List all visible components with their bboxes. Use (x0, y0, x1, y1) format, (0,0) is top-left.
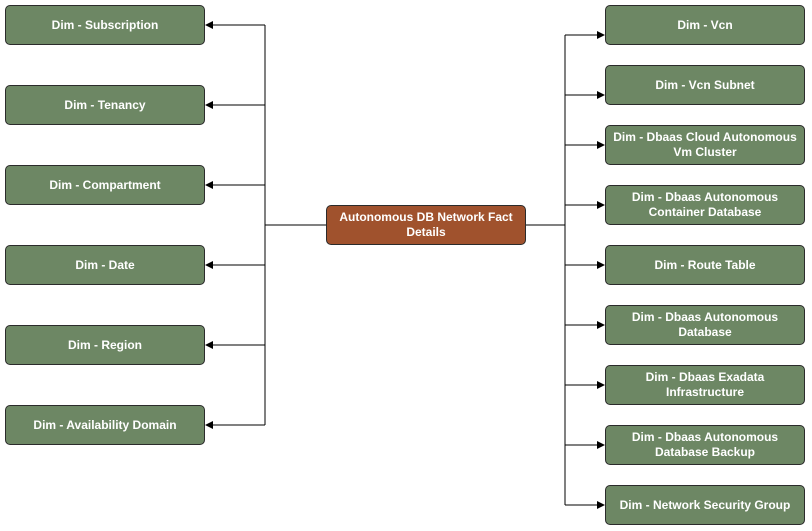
dim-dbaas-autonomous-database-label: Dim - Dbaas Autonomous Database (631, 310, 779, 339)
dim-dbaas-cloud-autonomous-vm-cluster-node[interactable]: Dim - Dbaas Cloud Autonomous Vm Cluster (605, 125, 805, 165)
dim-vcn-subnet-node[interactable]: Dim - Vcn Subnet (605, 65, 805, 105)
left-connectors (205, 21, 326, 429)
dim-dbaas-autonomous-container-database-label: Dim - Dbaas Autonomous Container Databas… (631, 190, 779, 219)
dim-route-table-label: Dim - Route Table (654, 257, 756, 272)
dim-tenancy-node[interactable]: Dim - Tenancy (5, 85, 205, 125)
dim-vcn-node[interactable]: Dim - Vcn (605, 5, 805, 45)
dim-dbaas-exadata-infrastructure-node[interactable]: Dim - Dbaas Exadata Infrastructure (605, 365, 805, 405)
dim-tenancy-label: Dim - Tenancy (64, 97, 146, 112)
dim-dbaas-cloud-autonomous-vm-cluster-label: Dim - Dbaas Cloud Autonomous Vm Cluster (613, 130, 797, 159)
dim-date-label: Dim - Date (75, 257, 135, 272)
dim-dbaas-exadata-infrastructure-label: Dim - Dbaas Exadata Infrastructure (645, 370, 765, 399)
dim-date-node[interactable]: Dim - Date (5, 245, 205, 285)
dim-compartment-node[interactable]: Dim - Compartment (5, 165, 205, 205)
dim-dbaas-autonomous-database-node[interactable]: Dim - Dbaas Autonomous Database (605, 305, 805, 345)
dim-region-label: Dim - Region (68, 337, 142, 352)
fact-table-label: Autonomous DB Network Fact Details (339, 210, 513, 239)
right-connectors (525, 31, 605, 509)
dim-dbaas-autonomous-database-backup-label: Dim - Dbaas Autonomous Database Backup (631, 430, 779, 459)
dim-subscription-label: Dim - Subscription (51, 17, 159, 32)
dim-availability-domain-label: Dim - Availability Domain (33, 417, 177, 432)
dim-dbaas-autonomous-database-backup-node[interactable]: Dim - Dbaas Autonomous Database Backup (605, 425, 805, 465)
fact-table-node[interactable]: Autonomous DB Network Fact Details (326, 205, 526, 245)
dim-compartment-label: Dim - Compartment (49, 177, 161, 192)
dim-region-node[interactable]: Dim - Region (5, 325, 205, 365)
dim-subscription-node[interactable]: Dim - Subscription (5, 5, 205, 45)
dim-network-security-group-node[interactable]: Dim - Network Security Group (605, 485, 805, 525)
dim-availability-domain-node[interactable]: Dim - Availability Domain (5, 405, 205, 445)
dim-vcn-subnet-label: Dim - Vcn Subnet (655, 77, 755, 92)
dim-route-table-node[interactable]: Dim - Route Table (605, 245, 805, 285)
dim-dbaas-autonomous-container-database-node[interactable]: Dim - Dbaas Autonomous Container Databas… (605, 185, 805, 225)
dim-vcn-label: Dim - Vcn (677, 17, 733, 32)
dim-network-security-group-label: Dim - Network Security Group (619, 497, 791, 512)
